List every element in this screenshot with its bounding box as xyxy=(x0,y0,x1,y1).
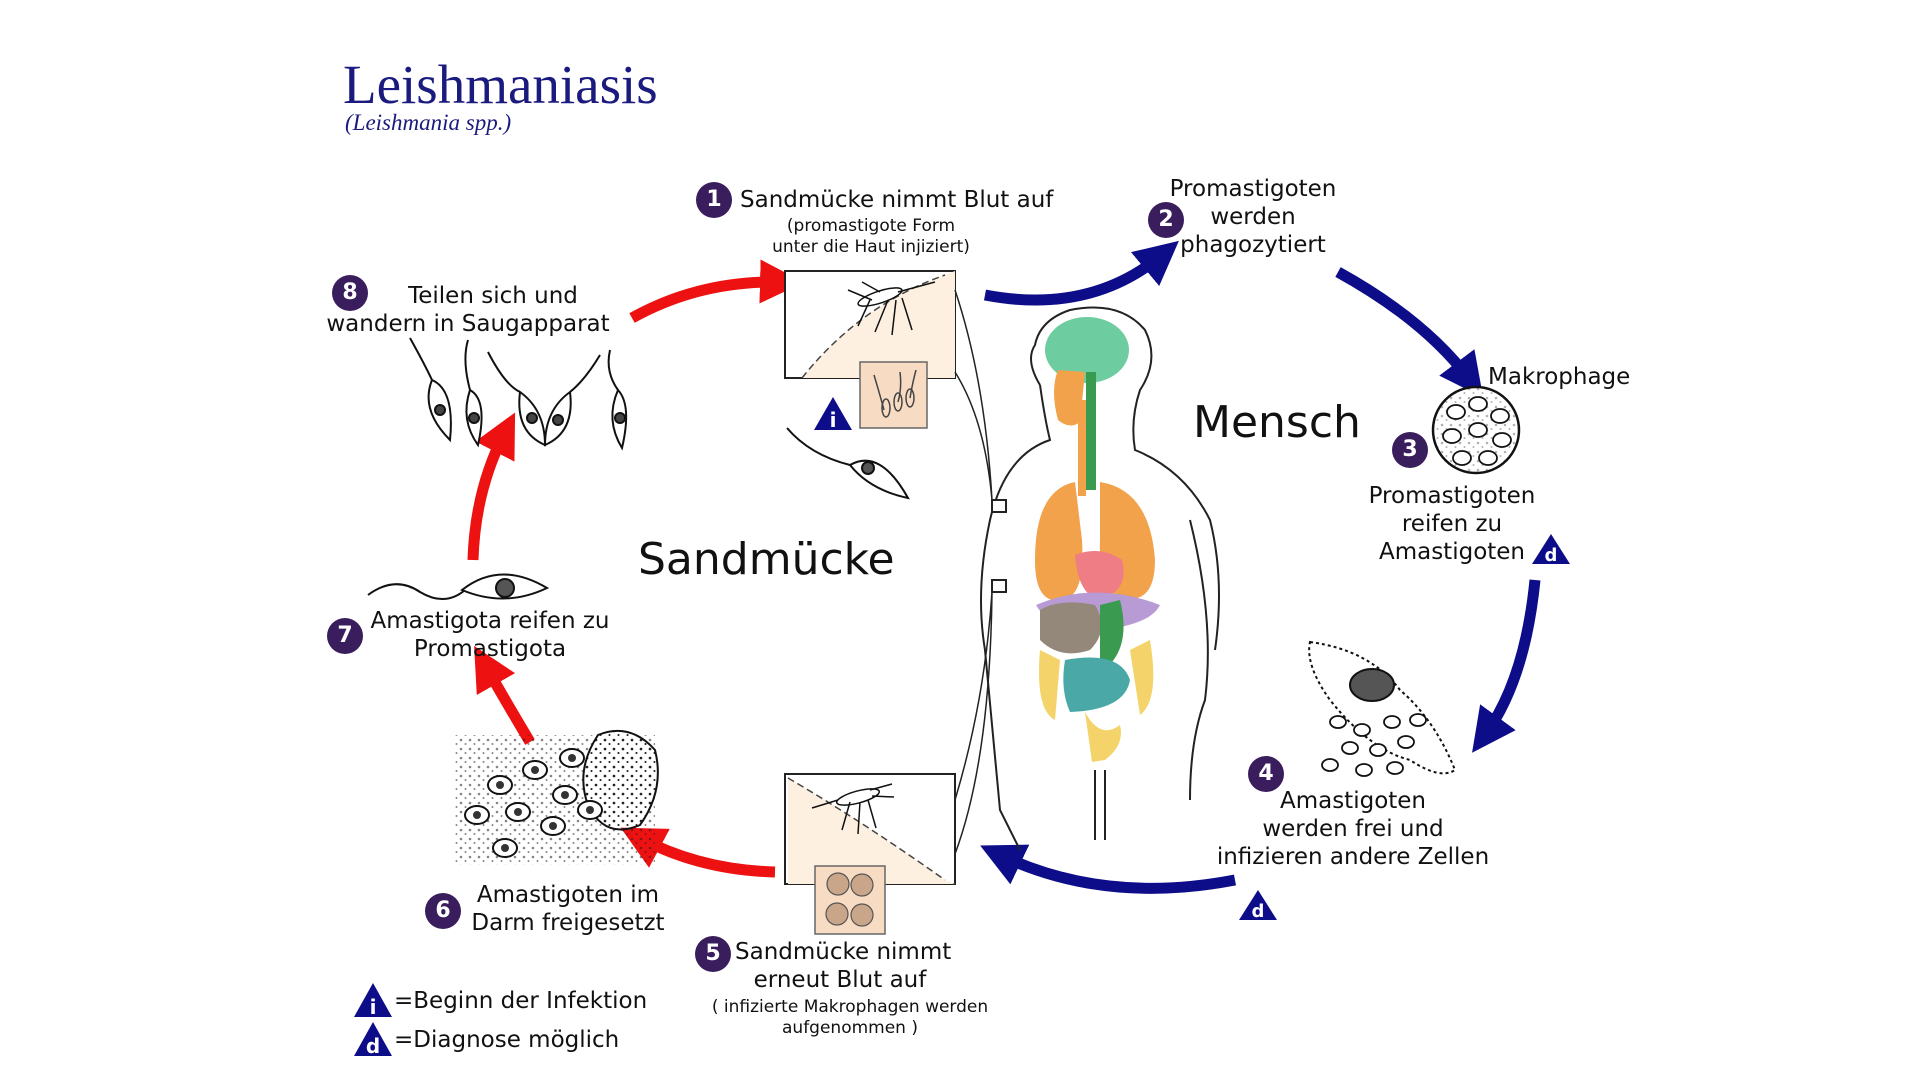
svg-text:d: d xyxy=(1545,545,1558,566)
arrow-step3-to-step4 xyxy=(1472,579,1541,753)
arrow-step7-to-step8 xyxy=(467,412,516,561)
step-badge-1: 1 xyxy=(696,182,732,218)
step-badge-4: 4 xyxy=(1248,756,1284,792)
diagnosis-marker-step3-icon: d xyxy=(1532,534,1570,566)
sandfly-bite-panel-top xyxy=(784,270,956,429)
infected-macrophage-inset-icon xyxy=(825,872,874,927)
sandfly-feeding-icon xyxy=(811,783,895,835)
diagnosis-marker-step4-icon: d xyxy=(1239,890,1277,922)
arrow-step8-to-step1 xyxy=(629,259,804,323)
sandfly-bite-panel-bottom xyxy=(784,773,956,935)
promastigote-icon xyxy=(786,427,910,500)
step-badge-7: 7 xyxy=(327,618,363,654)
promastigote-inset-icon xyxy=(873,369,917,418)
arrow-step4-to-step5 xyxy=(980,844,1237,894)
arrow-step6-to-step7 xyxy=(474,645,535,745)
svg-text:d: d xyxy=(366,1034,380,1057)
macrophage-label: Makrophage xyxy=(1488,364,1631,390)
arrow-step5-to-step6 xyxy=(620,827,776,878)
legend-info-triangle-icon: i xyxy=(354,983,392,1018)
svg-text:d: d xyxy=(1252,901,1265,922)
human-cycle-arrows xyxy=(980,240,1541,894)
step-badge-2: 2 xyxy=(1148,202,1184,238)
macrophage-icon xyxy=(1431,385,1521,475)
arrow-step1-to-step2 xyxy=(983,240,1179,306)
legend-infection-start-text: =Beginn der Infektion xyxy=(394,988,648,1014)
legend-diagnosis-triangle-icon: d xyxy=(354,1022,392,1057)
step-badge-8: 8 xyxy=(332,275,368,311)
arrow-step2-to-step3 xyxy=(1335,267,1484,398)
diagram-subtitle: (Leishmania spp.) xyxy=(345,110,512,135)
step-1-label: Sandmücke nimmt Blut auf xyxy=(740,187,1054,213)
maturing-promastigote-icon xyxy=(367,573,550,600)
svg-text:i: i xyxy=(370,995,377,1018)
released-amastigotes-icon xyxy=(455,729,659,865)
ruptured-macrophage-icon xyxy=(1308,640,1457,777)
legend-diagnosis-text: =Diagnose möglich xyxy=(394,1027,620,1053)
host-region-label: Mensch xyxy=(1193,397,1361,448)
step-badge-5: 5 xyxy=(695,936,731,972)
vector-cycle-arrows xyxy=(467,259,804,878)
vector-region-label: Sandmücke xyxy=(638,534,895,585)
infection-start-marker-icon: i xyxy=(814,397,852,432)
step-badge-3: 3 xyxy=(1392,432,1428,468)
svg-text:i: i xyxy=(830,408,837,432)
sandfly-icon xyxy=(847,281,936,336)
step-badge-6: 6 xyxy=(425,893,461,929)
diagram-title: Leishmaniasis xyxy=(343,54,658,115)
dividing-promastigotes-icon xyxy=(409,337,628,451)
human-body-icon xyxy=(954,289,1220,855)
